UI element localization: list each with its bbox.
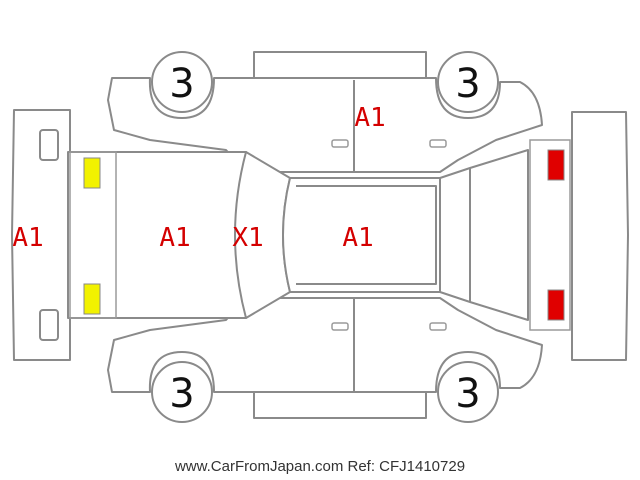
roof-inner-line: [296, 185, 437, 285]
watermark-footer: www.CarFromJapan.com Ref: CFJ1410729: [174, 458, 466, 475]
front-door-handle-upper: [331, 139, 349, 148]
front-bumper-panel: [11, 109, 71, 361]
front-bumper-slot-bottom: [39, 309, 59, 341]
rear-lamp-bay: [529, 139, 571, 331]
left-rear-door-mark: A1: [354, 103, 385, 133]
front-lamp-left: [83, 157, 101, 189]
rear-left-tire-mark: 3: [455, 61, 480, 107]
rear-lamp-left: [547, 149, 565, 181]
front-right-wheel-icon: [151, 361, 213, 423]
rear-left-wheel-icon: [437, 51, 499, 113]
rear-right-wheel-icon: [437, 361, 499, 423]
hood-mark: A1: [159, 223, 190, 253]
front-lamp-right: [83, 283, 101, 315]
front-bumper-mark: A1: [12, 223, 43, 253]
windshield-mark: X1: [232, 223, 263, 253]
front-left-wheel-icon: [151, 51, 213, 113]
rear-bumper-panel: [571, 111, 629, 361]
rear-door-handle-lower: [429, 322, 447, 331]
left-side-body: [107, 51, 543, 173]
front-door-handle-lower: [331, 322, 349, 331]
rear-lamp-right: [547, 289, 565, 321]
roof-mark: A1: [342, 223, 373, 253]
right-side-body: [107, 297, 543, 419]
rear-door-handle-upper: [429, 139, 447, 148]
rear-right-tire-mark: 3: [455, 371, 480, 417]
front-lamp-bay: [69, 151, 117, 319]
front-right-tire-mark: 3: [169, 371, 194, 417]
front-bumper-slot-top: [39, 129, 59, 161]
rear-deck: [439, 149, 529, 321]
roof-panel: [282, 177, 441, 293]
front-left-tire-mark: 3: [169, 61, 194, 107]
